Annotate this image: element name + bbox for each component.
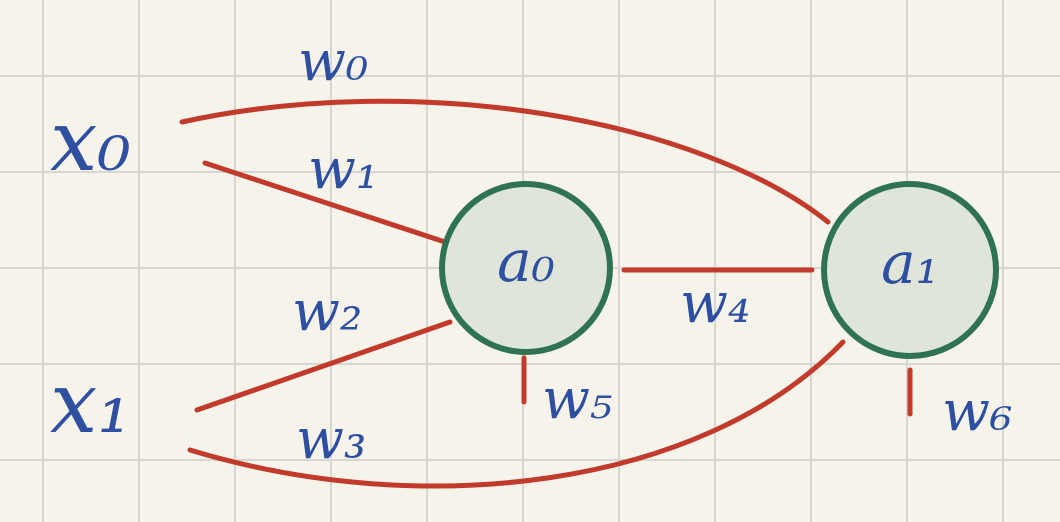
edge-w3-x1-a1	[187, 339, 846, 489]
weight-w4-label: w₄	[680, 271, 750, 336]
weight-w1-label: w₁	[308, 137, 378, 202]
weight-w5-label: w₅	[542, 367, 612, 432]
input-x0-label: x₀	[50, 92, 131, 190]
edge-w0-x0-a1	[179, 98, 831, 225]
weight-w2-label: w₂	[292, 279, 362, 344]
edge-w2-x1-a0	[194, 319, 453, 413]
node-a1-label: a₁	[881, 229, 939, 297]
weight-w3-label: w₃	[296, 407, 366, 472]
weight-w0-label: w₀	[298, 29, 368, 94]
edge-w1-x0-a0	[202, 160, 448, 245]
node-a1	[821, 181, 999, 359]
input-x1-label: x₁	[50, 354, 131, 452]
node-a0-label: a₀	[497, 227, 555, 295]
weight-w6-label: w₆	[942, 379, 1012, 444]
node-a0	[439, 181, 613, 355]
